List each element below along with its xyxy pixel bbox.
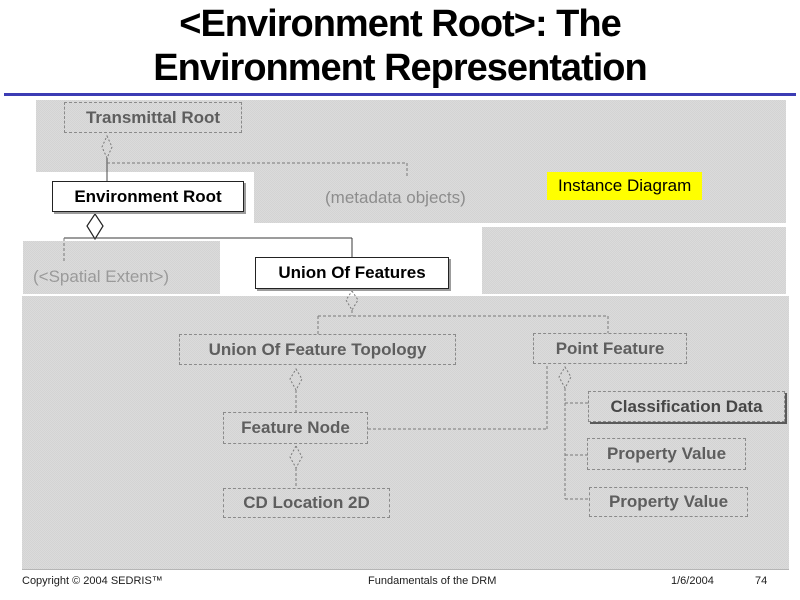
node-label: Property Value [608,492,729,511]
node-property-value-1: Property Value [587,438,746,470]
node-feature-node: Feature Node [223,412,368,444]
bg-region-spatial-extent [23,241,220,294]
node-point-feature: Point Feature [533,333,687,364]
node-union-of-feature-topology: Union Of Feature Topology [179,334,456,365]
title-underline [4,93,796,96]
annotation-instance-diagram: Instance Diagram [547,172,703,200]
node-transmittal-root: Transmittal Root [64,102,242,133]
bg-region-bottom [22,296,789,570]
node-label: Point Feature [555,338,665,358]
title-line1: <Environment Root>: The [179,3,621,45]
footer-course-title: Fundamentals of the DRM [368,575,497,587]
bg-region-right [482,227,786,294]
bg-region-top [36,100,786,172]
annotation-metadata-objects: (metadata objects) [325,188,466,207]
node-classification-data: Classification Data [588,391,785,422]
node-label: Environment Root [74,186,222,206]
node-label: Feature Node [241,418,350,437]
footer-date: 1/6/2004 [671,575,714,587]
node-label: Property Value [606,444,727,463]
footer-copyright: Copyright © 2004 SEDRIS™ [22,575,163,587]
node-label: CD Location 2D [243,493,370,512]
node-label: Union Of Feature Topology [208,339,427,359]
node-label: Transmittal Root [85,107,221,127]
node-cd-location-2d: CD Location 2D [223,488,390,518]
node-label: Classification Data [610,396,763,416]
annotation-spatial-extent: (<Spatial Extent>) [33,267,170,286]
node-property-value-2: Property Value [589,487,748,517]
node-label: Union Of Features [278,263,426,282]
node-environment-root: Environment Root [52,181,244,212]
footer-page-number: 74 [755,575,768,587]
title-line2: Environment Representation [153,47,647,89]
node-union-of-features: Union Of Features [255,257,449,289]
